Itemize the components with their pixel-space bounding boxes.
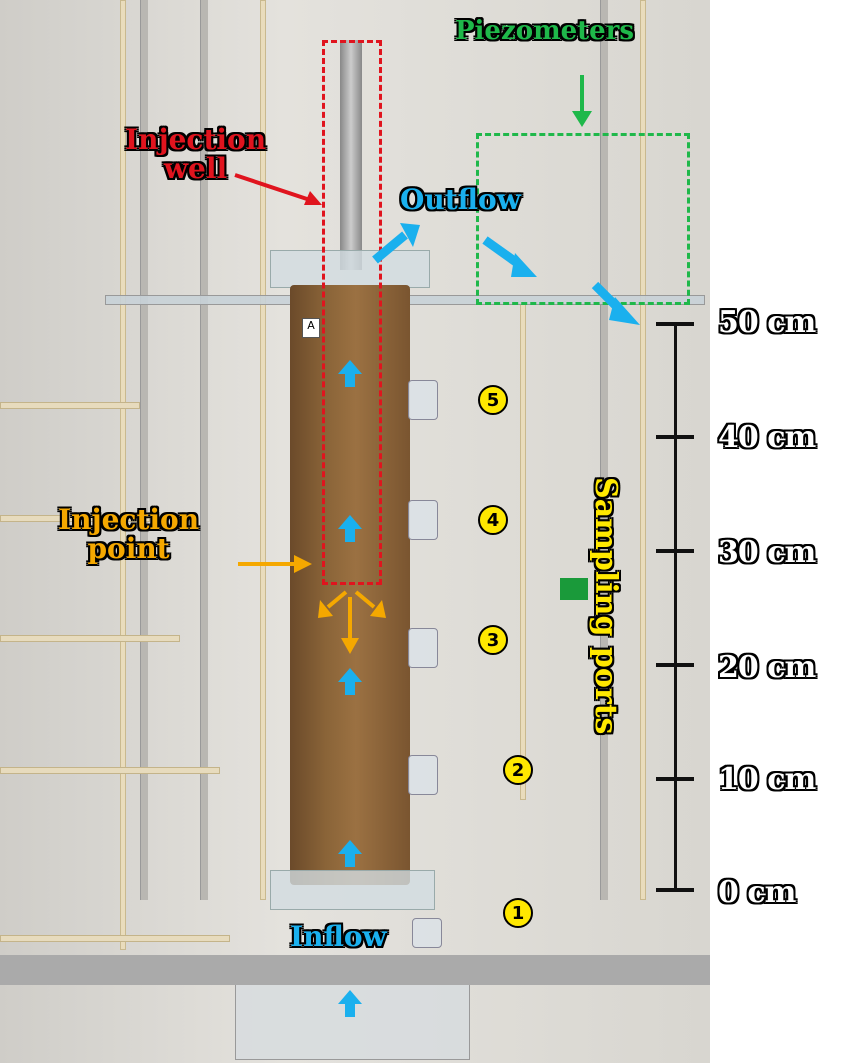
injection-point-label: Injection point [58,503,200,566]
scale-label: 10 cm [718,762,816,797]
injection-well-label: Injection well [125,123,267,186]
injection-point-arrows [238,555,386,654]
column-tag: A [302,318,320,338]
bottom-flange [270,870,435,910]
scale-label: 30 cm [718,535,816,570]
sample-tube [0,635,180,642]
sample-tube [0,767,220,774]
port-number: 2 [503,755,533,785]
sampling-port-5 [408,380,438,420]
scale-tick [656,322,694,326]
injection-well-box [322,40,382,585]
sampling-port-3 [408,628,438,668]
sample-tube [0,402,140,409]
flow-arrow-up [338,840,362,867]
port-number: 1 [503,898,533,928]
port-number: 4 [478,505,508,535]
sampling-port-1 [412,918,442,948]
outflow-arrows [372,223,640,325]
wall-rail [140,0,148,900]
scale-label: 40 cm [718,420,816,455]
port-number: 3 [478,625,508,655]
wall-rail [200,0,208,900]
scale-label: 20 cm [718,650,816,685]
flow-arrow-up [338,990,362,1017]
scale-label: 50 cm [718,305,816,340]
inflow-label: Inflow [290,920,387,953]
outflow-label: Outflow [400,183,521,216]
flow-arrow-up [338,515,362,542]
sample-tube [0,935,230,942]
sample-tube [0,515,150,522]
top-flange [270,250,430,288]
sampling-ports-label: Sampling ports [587,477,623,735]
green-tape [560,578,588,600]
flow-arrow-up [338,360,362,387]
tube [120,0,126,950]
piezometers-arrow [572,75,592,127]
scale-tick [656,663,694,667]
port-number: 5 [478,385,508,415]
scale-tick [656,549,694,553]
injection-well-rod [340,40,362,270]
piezometers-box [476,133,690,305]
tube [640,0,646,900]
scale-bar [656,322,694,892]
wall-rail [600,0,608,900]
piezometers-label: Piezometers [455,16,635,46]
sampling-port-2 [408,755,438,795]
scale-tick [656,777,694,781]
injection-well-arrow [234,173,322,205]
flow-arrow-up [338,668,362,695]
tube [260,0,266,900]
frame-rail [0,955,710,985]
scale-tick [656,888,694,892]
sampling-port-4 [408,500,438,540]
scale-tick [656,435,694,439]
scale-label: 0 cm [718,875,796,910]
tube [520,300,526,800]
